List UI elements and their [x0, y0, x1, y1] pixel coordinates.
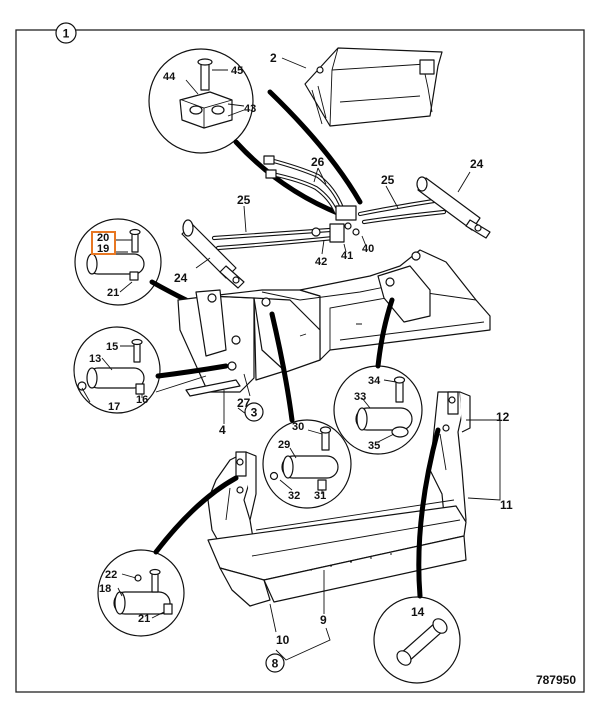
part-2-bracket	[281, 47, 443, 127]
figure-number-badge: 1	[55, 22, 77, 44]
callout-14: 14	[411, 605, 425, 619]
callout-33: 33	[354, 391, 366, 403]
callout-31: 31	[314, 490, 326, 502]
callout-8-badge: 8	[265, 653, 285, 673]
callout-18: 18	[99, 583, 111, 595]
hydraulic-hoses	[211, 155, 447, 255]
callout-34: 34	[368, 375, 381, 387]
callout-21-lower: 21	[138, 613, 150, 625]
highlight-box	[91, 231, 116, 255]
callout-8: 8	[272, 657, 279, 671]
callout-44: 44	[163, 71, 176, 83]
diagram-frame	[15, 29, 585, 693]
callout-12: 12	[496, 410, 510, 424]
callout-43: 43	[244, 103, 256, 115]
callout-32: 32	[288, 490, 300, 502]
callout-15: 15	[106, 341, 118, 353]
callout-42: 42	[315, 256, 327, 268]
connector-pin-19	[149, 279, 189, 303]
callout-3: 3	[251, 406, 258, 420]
figure-number: 1	[63, 27, 70, 41]
connector-top-circle	[233, 139, 343, 217]
callout-2: 2	[270, 51, 277, 65]
callout-17: 17	[108, 401, 120, 413]
callout-13: 13	[89, 353, 101, 365]
ram-left	[181, 219, 245, 289]
callout-24-right: 24	[470, 157, 484, 171]
callout-29: 29	[278, 439, 290, 451]
callout-35: 35	[368, 440, 380, 452]
detail-circle-pin-14	[373, 596, 461, 684]
callout-22: 22	[105, 569, 117, 581]
callout-16: 16	[136, 394, 148, 406]
detail-circle-pin-19	[74, 218, 162, 306]
connector-pin-18	[153, 475, 239, 555]
callout-10: 10	[276, 633, 290, 647]
callout-19-highlight: 19	[97, 243, 109, 255]
ram-right	[416, 171, 491, 239]
lower-bucket	[207, 391, 501, 661]
drawing-reference: 787950	[536, 673, 576, 687]
callout-41: 41	[341, 250, 353, 262]
callout-25-right: 25	[381, 173, 395, 187]
connector-pin-29	[269, 311, 295, 423]
callout-24-left: 24	[174, 271, 188, 285]
detail-circle-pin-13	[73, 326, 161, 414]
callout-45: 45	[231, 65, 243, 77]
callout-11: 11	[500, 498, 513, 512]
loader-frame	[149, 249, 491, 424]
callout-20: 20	[97, 232, 109, 244]
callout-9: 9	[320, 613, 327, 627]
connector-pin-14	[416, 427, 441, 599]
detail-circle-pin-29	[262, 419, 352, 509]
callout-25-left: 25	[237, 193, 251, 207]
detail-circle-clamp	[148, 48, 254, 154]
callout-3-badge: 3	[244, 402, 264, 422]
callout-4: 4	[219, 423, 226, 437]
callout-26: 26	[311, 155, 325, 169]
callout-30: 30	[292, 421, 304, 433]
connector-pin-33	[375, 297, 395, 369]
connector-bracket	[267, 89, 363, 205]
detail-circle-pin-18	[97, 549, 185, 637]
detail-circle-pin-33	[333, 365, 423, 455]
connector-pin-13	[155, 363, 229, 379]
callout-40: 40	[362, 243, 374, 255]
callout-21-upper: 21	[107, 287, 119, 299]
